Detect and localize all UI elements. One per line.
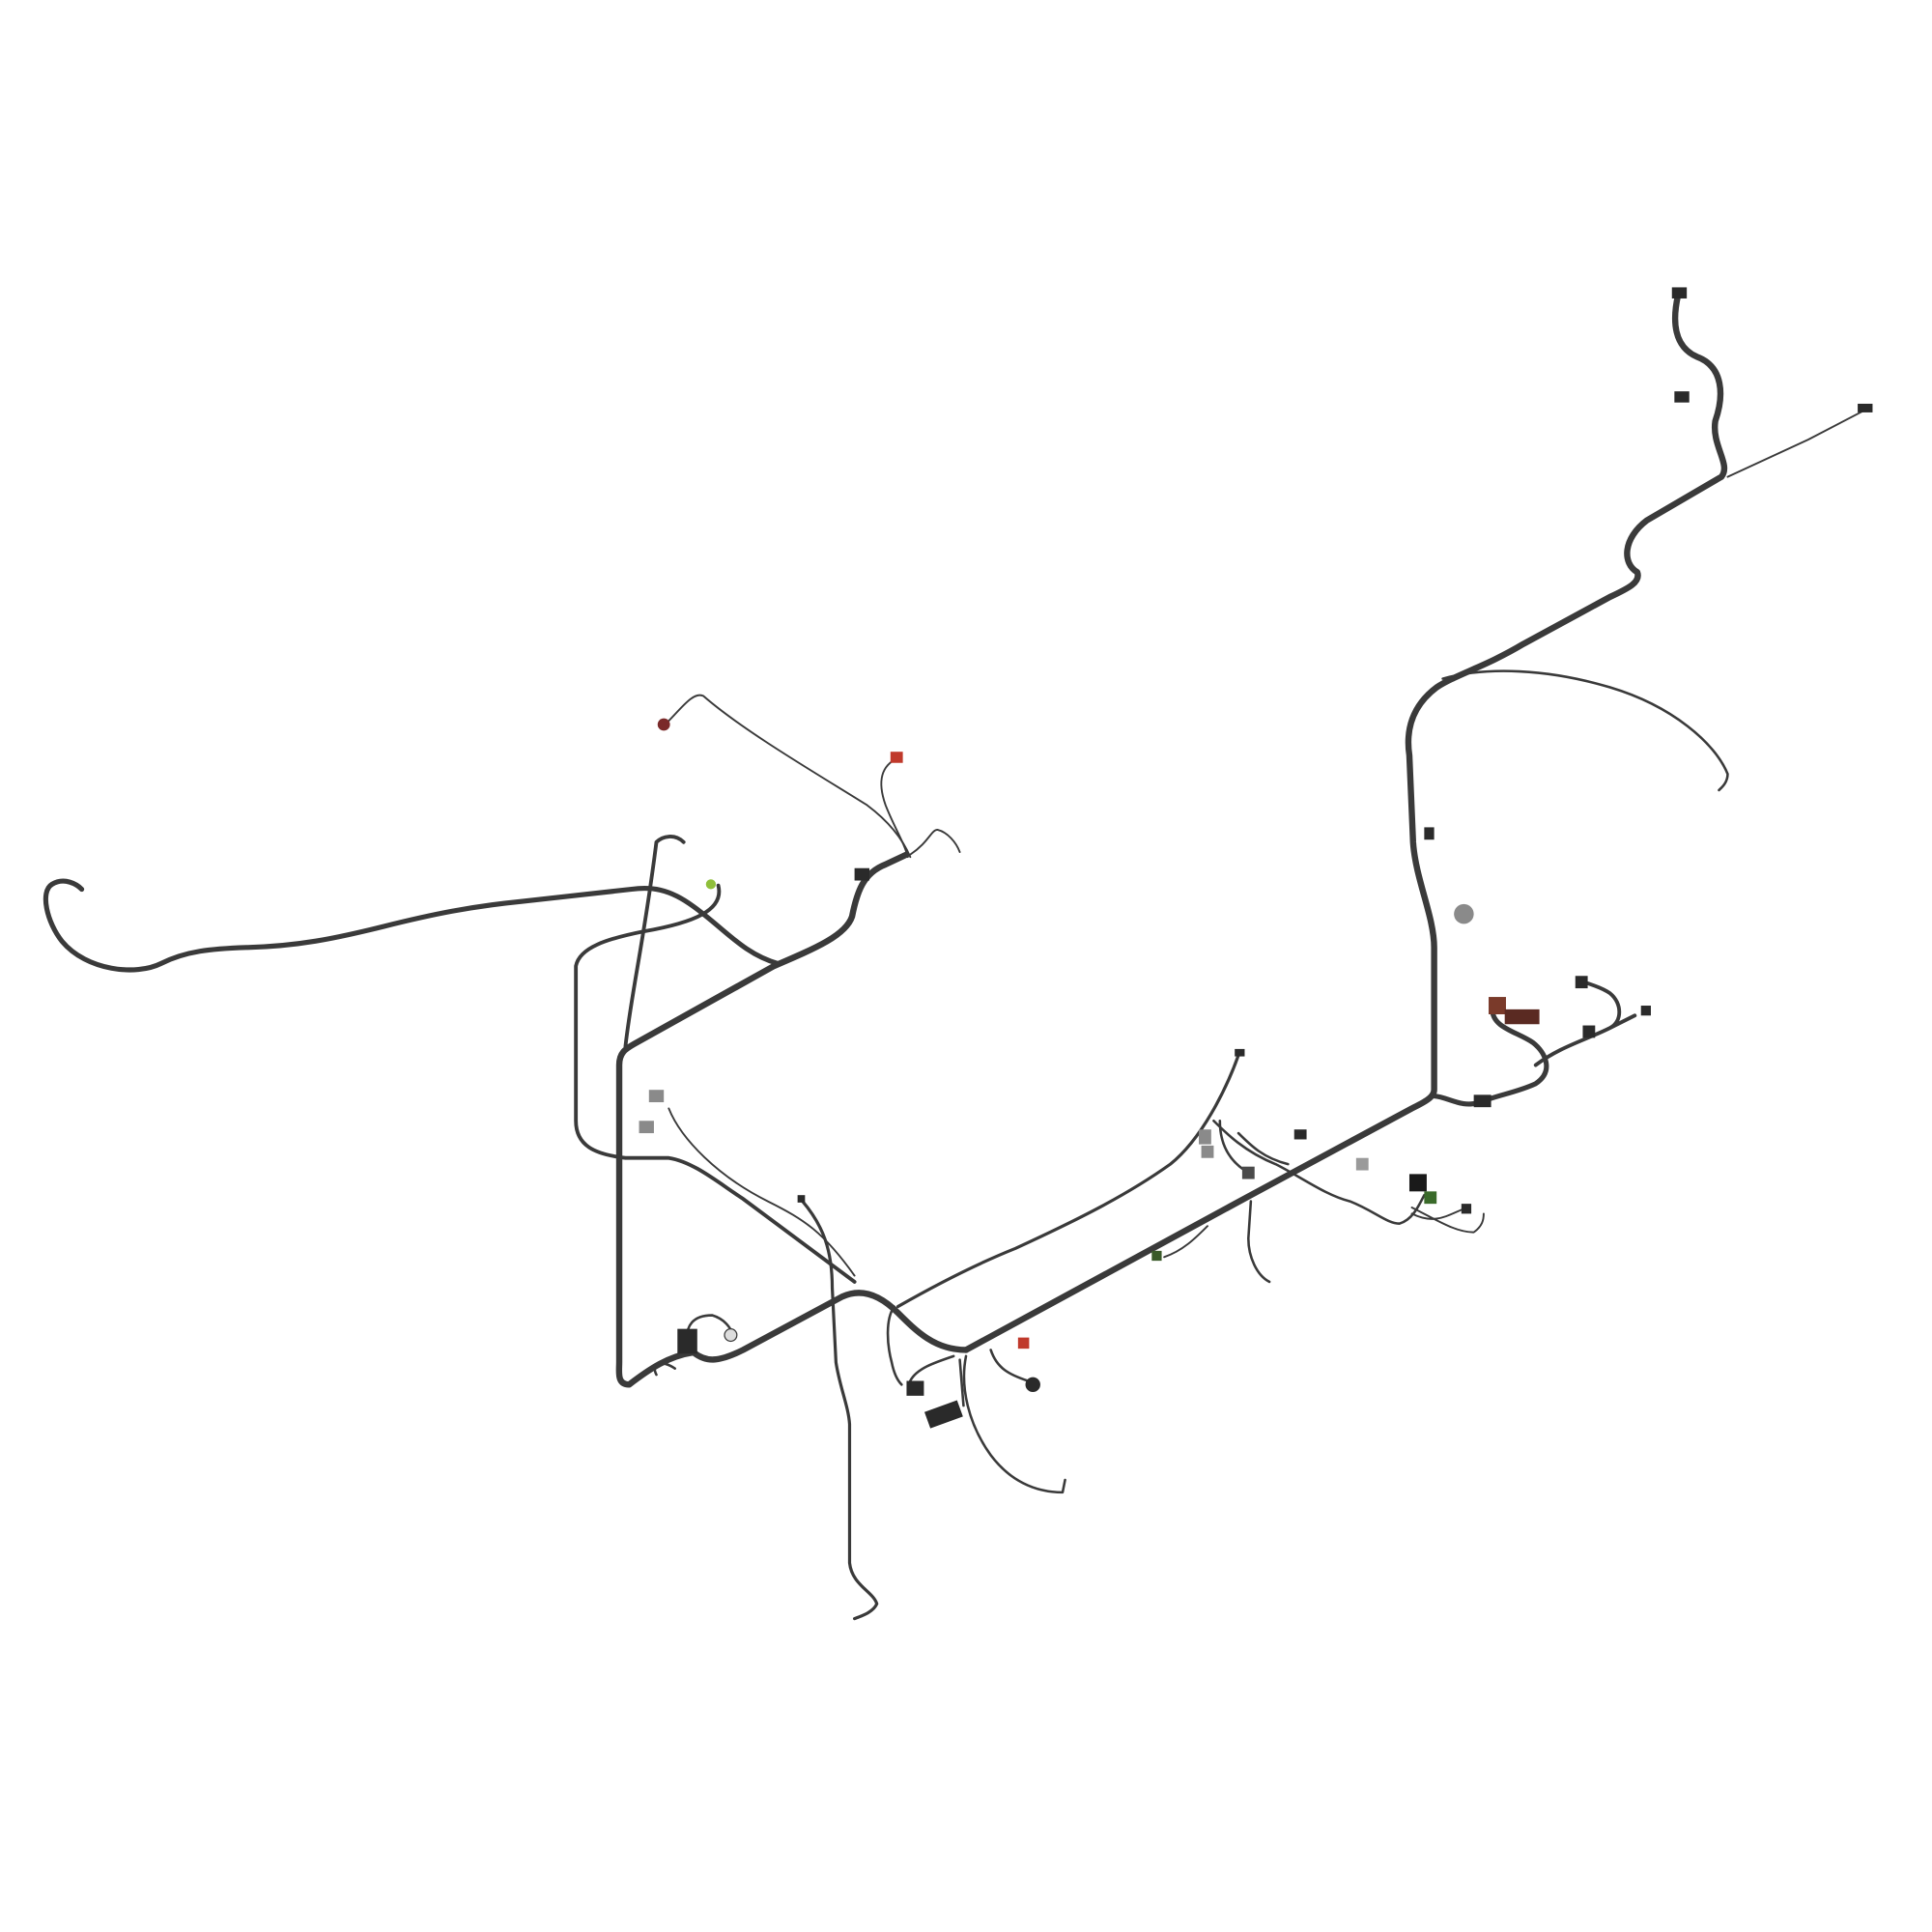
lower-loop-wire [962, 1354, 1066, 1494]
connector-dark-trunk [1424, 827, 1435, 840]
connector-dark-mid-4 [1293, 1129, 1307, 1140]
connector-black-right [1408, 1174, 1427, 1192]
vertical-left-wire [623, 835, 686, 1049]
connector-dark-top-mid [1235, 1048, 1245, 1057]
connector-dark-right [1461, 1204, 1472, 1214]
connector-dark-cluster [1575, 976, 1588, 989]
connector-dark-cluster-3 [1640, 1006, 1651, 1016]
connector-gray-round [1454, 903, 1474, 924]
main-trunk [962, 291, 1728, 1353]
connector-top [1671, 287, 1688, 298]
lower-trunk [615, 851, 970, 1388]
long-left-wire [43, 878, 781, 973]
lower-connector-wires [886, 1305, 1030, 1407]
small-mid-wire [1163, 1225, 1208, 1259]
fan-wires [1410, 1207, 1485, 1234]
connector-brown-cluster [1489, 997, 1506, 1014]
vertical-drop-wire [801, 1199, 879, 1621]
top-right-arc-wire [1441, 669, 1729, 792]
connector-red-left [657, 718, 670, 731]
connector-large-black [923, 1400, 963, 1429]
connector-top-2 [1674, 391, 1690, 403]
connector-yellow-small [797, 1195, 806, 1203]
connector-dark-cluster-2 [1582, 1025, 1596, 1038]
connector-gray-mid [1199, 1129, 1211, 1145]
connector-dark-mid [854, 867, 869, 881]
connector-far-right [1858, 403, 1873, 412]
right-lower-branch [1432, 1007, 1549, 1107]
mid-wires-cluster [1212, 1119, 1426, 1284]
connector-black-round [1025, 1377, 1040, 1393]
red-connector-wire [880, 756, 961, 859]
connector-gray-right [1355, 1157, 1369, 1171]
connector-black-trunk [1473, 1094, 1492, 1108]
connector-gray-2 [639, 1121, 654, 1134]
connector-dark-mid-3 [1241, 1166, 1255, 1179]
connector-green [705, 879, 717, 890]
connector-brown-cluster-2 [1504, 1009, 1540, 1025]
connector-gray-1 [648, 1090, 665, 1103]
top-left-thin-wire [668, 694, 912, 859]
connector-white-left [724, 1328, 738, 1343]
connector-black-left [677, 1328, 697, 1354]
connector-red-top [890, 752, 903, 763]
loop-wire [574, 883, 857, 1284]
connector-black-2 [906, 1380, 924, 1396]
connector-red-lower [1017, 1337, 1030, 1350]
right-sub-branch [1533, 976, 1637, 1067]
far-right-wire [1726, 408, 1869, 478]
center-long-wire [895, 1053, 1240, 1309]
connector-gray-mid-2 [1201, 1145, 1214, 1158]
connector-dark-lower-mid [1151, 1250, 1162, 1262]
thin-wire-a [668, 1107, 856, 1277]
connector-green-right [1424, 1191, 1437, 1205]
